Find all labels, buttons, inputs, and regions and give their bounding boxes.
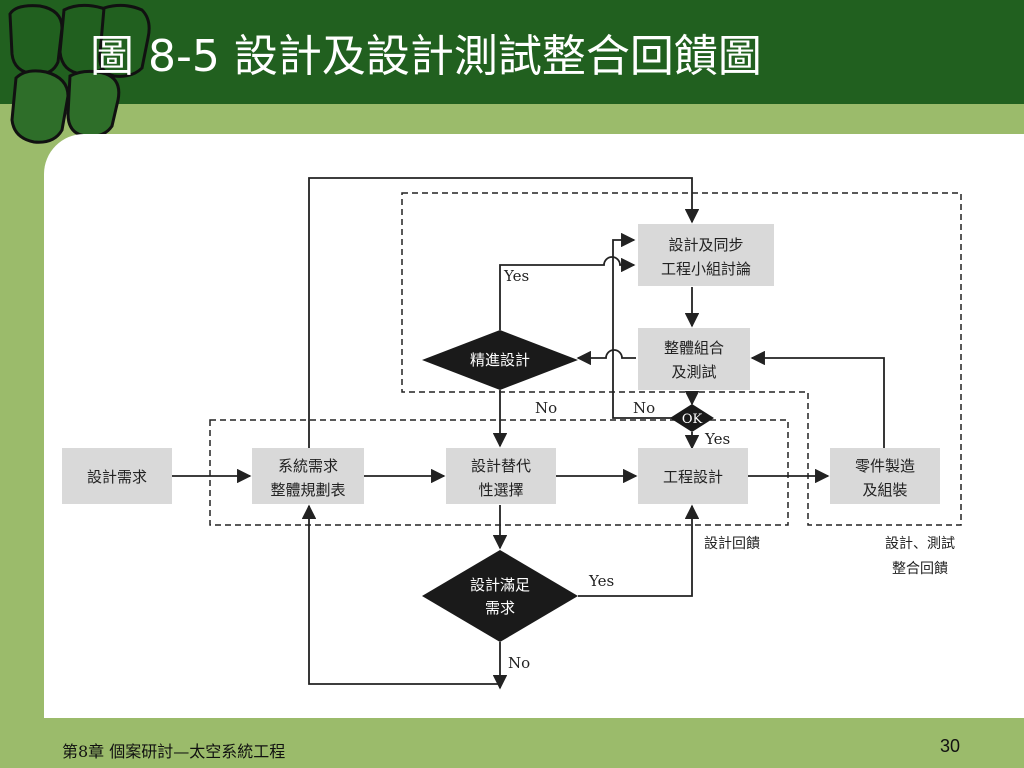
slide-title: 圖 8-5 設計及設計測試整合回饋圖 <box>90 31 762 82</box>
footer-chapter: 第8章 個案研討—太空系統工程 <box>62 742 286 761</box>
diamond-refine-design: 精進設計 <box>422 330 578 390</box>
edge-system-to-discussion <box>308 177 700 448</box>
box-label: 整體規劃表 <box>270 481 345 499</box>
box-label: 設計替代 <box>471 457 531 475</box>
box-label: 系統需求 <box>278 457 338 475</box>
logo-icon <box>8 3 151 144</box>
edge-parts-to-test <box>750 350 885 448</box>
label-no-ok: No <box>633 399 655 417</box>
label-no-refine: No <box>535 399 557 417</box>
box-label: 設計及同步 <box>668 236 743 254</box>
box-system-plan: 系統需求 整體規劃表 <box>252 448 364 504</box>
diamond-label: 精進設計 <box>470 351 530 369</box>
box-label: 及組裝 <box>862 481 907 499</box>
box-design-requirements: 設計需求 <box>62 448 172 504</box>
box-label: 零件製造 <box>855 457 915 475</box>
label-yes-refine: Yes <box>503 267 529 285</box>
edge-no-to-system <box>301 504 500 685</box>
label-test-feedback: 整合回饋 <box>892 560 948 577</box>
edge-meets-yes <box>578 504 700 597</box>
edge-test-to-refine <box>576 349 636 366</box>
box-label: 工程設計 <box>663 468 723 486</box>
diamond-ok: OK <box>670 404 714 432</box>
edge-refine-yes <box>499 256 636 330</box>
box-concurrent-discussion: 設計及同步 工程小組討論 <box>638 224 774 286</box>
diamond-label: 設計滿足 <box>470 576 530 594</box>
box-design-alternatives: 設計替代 性選擇 <box>446 448 556 504</box>
page-number: 30 <box>940 736 961 756</box>
label-design-feedback: 設計回饋 <box>704 535 760 552</box>
box-engineering-design: 工程設計 <box>638 448 748 504</box>
title-bar <box>0 0 1024 104</box>
test-feedback-region <box>401 192 962 526</box>
edge-ok-no <box>612 232 676 419</box>
box-label: 設計需求 <box>87 468 147 486</box>
box-parts-assembly: 零件製造 及組裝 <box>830 448 940 504</box>
box-label: 工程小組討論 <box>661 260 751 278</box>
diamond-meets-requirements: 設計滿足 需求 <box>422 550 578 642</box>
diamond-label: OK <box>682 412 703 427</box>
label-yes-meets: Yes <box>588 572 614 590</box>
design-feedback-region <box>209 419 789 526</box>
box-integration-test: 整體組合 及測試 <box>638 328 750 390</box>
label-yes-ok: Yes <box>704 430 730 448</box>
box-label: 及測試 <box>671 363 716 381</box>
label-test-feedback: 設計、測試 <box>885 536 955 552</box>
box-label: 性選擇 <box>478 481 523 499</box>
label-no-meets: No <box>508 654 530 672</box>
box-label: 整體組合 <box>664 339 724 357</box>
diamond-label: 需求 <box>485 599 515 617</box>
